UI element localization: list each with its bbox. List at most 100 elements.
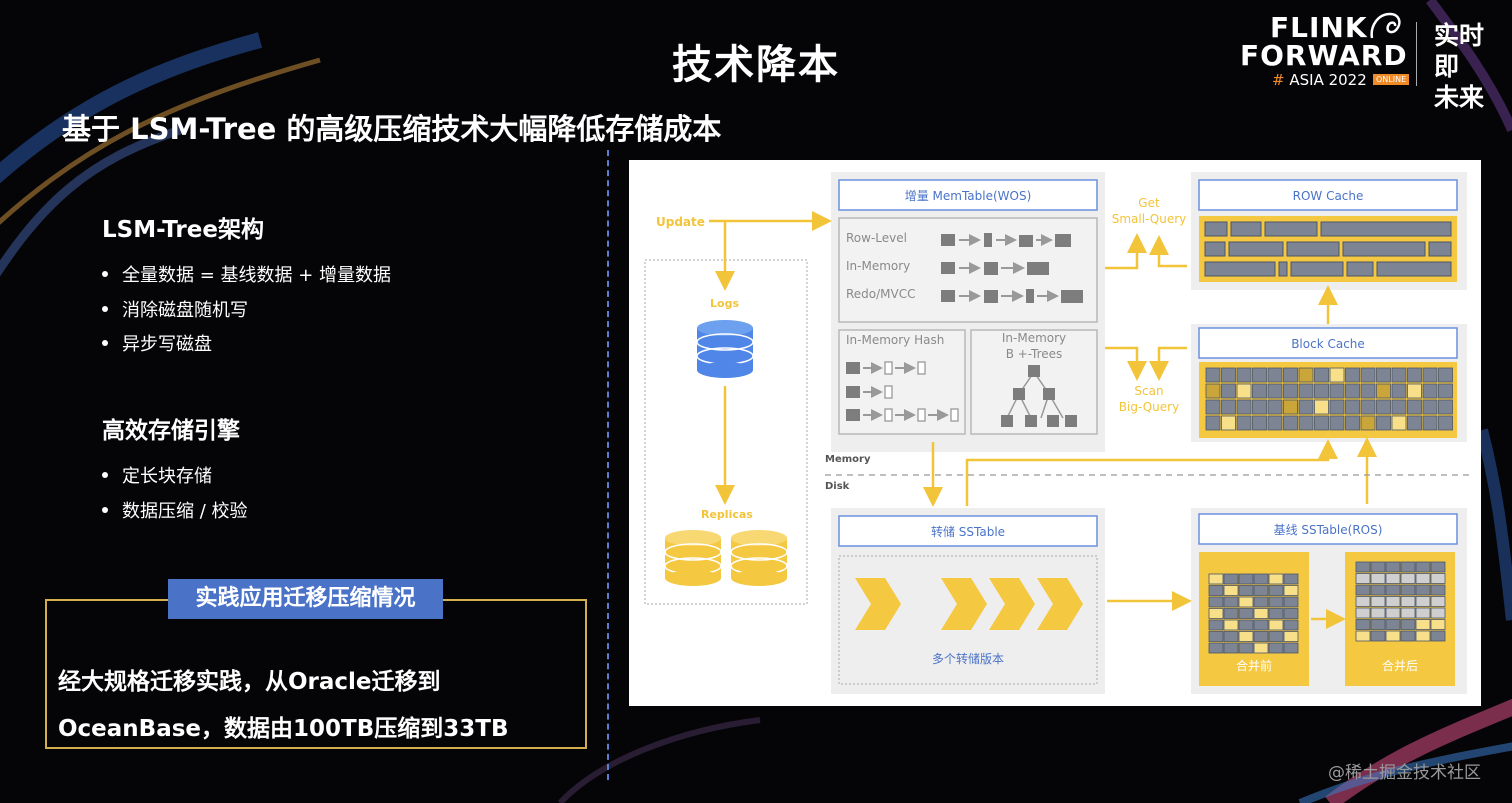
grid-cell [1400,573,1416,584]
grid-cell [1376,367,1391,383]
grid-cell [1205,367,1221,383]
grid-cell [1253,608,1269,619]
bullet-text: 异步写磁盘 [122,334,212,355]
grid-cell [1238,642,1254,654]
grid-cell [1360,415,1376,431]
grid-cell [1252,415,1267,431]
grid-cell [1415,584,1431,596]
grid-cell [1415,630,1431,642]
grid-cell [1236,415,1252,431]
grid-cell [1329,399,1345,415]
bullet-dot-icon [102,340,108,346]
hash-chain-arrows [863,362,949,421]
grid-cell [1238,631,1254,642]
page-title: 技术降本 [672,42,840,88]
grid-cell [1268,608,1284,619]
grid-cell [1415,573,1431,584]
grid-cell [1400,561,1416,573]
label-row-level: Row-Level [846,231,907,245]
grid-cell [1221,399,1236,415]
row-chain-arrows [959,234,1059,302]
grid-cell [1385,596,1401,607]
grid-cell [1438,415,1453,431]
grid-cell [1267,367,1283,383]
grid-cell [1268,642,1284,654]
grid-cell [1238,573,1254,585]
grid-cell [1415,596,1431,607]
grid-cell [1238,619,1254,631]
label-btree-line2: B +-Trees [1006,347,1063,361]
grid-cell [1208,631,1224,642]
grid-cell [1400,607,1416,619]
section-engine-title: 高效存储引擎 [102,418,240,444]
grid-cell [1370,561,1386,573]
label-base-sstable: 基线 SSTable(ROS) [1274,523,1383,537]
database-icon [696,320,754,378]
grid-cell [1253,596,1269,608]
label-scan: Scan [1134,384,1163,398]
grid-cell [1400,619,1416,630]
grid-cell [1400,584,1416,596]
grid-cell [1430,573,1446,584]
grid-cell [1298,399,1314,415]
grid-cell [1329,383,1345,399]
grid-cell [1314,367,1329,383]
grid-cell [1283,608,1299,619]
grid-cell [1370,596,1386,607]
block-cache-grid [1205,367,1453,431]
label-after-merge: 合并后 [1382,658,1418,673]
grid-cell [1430,619,1446,630]
grid-cell [1391,383,1407,399]
logo-slogan-line2: 未来 [1434,83,1485,112]
grid-cell [1208,585,1224,596]
grid-cell [1430,630,1446,642]
grid-cell [1415,619,1431,630]
grid-cell [1376,399,1391,415]
grid-cell [1205,415,1221,431]
grid-cell [1345,367,1360,383]
label-in-memory-hash: In-Memory Hash [846,333,944,347]
logo-slogan: 实时即未来 [1434,20,1490,113]
logo-event: # ASIA 2022 [1272,72,1367,88]
grid-cell [1283,631,1299,642]
practice-text-line1: 经大规格迁移实践，从Oracle迁移到 [58,669,441,695]
grid-cell [1391,399,1407,415]
grid-cell [1253,619,1269,631]
grid-cell [1391,367,1407,383]
grid-cell [1370,630,1386,642]
grid-cell [1438,367,1453,383]
grid-cell [1407,399,1422,415]
grid-cell [1208,596,1224,608]
grid-cell [1355,573,1371,584]
bullet-text: 数据压缩 / 校验 [122,501,248,522]
grid-cell [1345,415,1360,431]
grid-cell [1208,642,1224,654]
hash-chain-nodes [884,361,959,422]
grid-cell [1283,383,1298,399]
grid-cell [1376,383,1391,399]
bullet-item: 异步写磁盘 [102,330,212,356]
grid-cell [1385,573,1401,584]
bullet-dot-icon [102,271,108,277]
grid-cell [1360,367,1376,383]
logo-hash: # [1272,71,1285,89]
grid-cell [1370,619,1386,630]
grid-cell [1400,596,1416,607]
cache-up-arrows [965,285,1377,506]
replica-database-icon [664,530,722,586]
grid-cell [1422,415,1438,431]
grid-cell [1422,383,1438,399]
grid-cell [1438,383,1453,399]
grid-cell [1385,607,1401,619]
grid-cell [1208,573,1224,585]
label-logs: Logs [710,297,739,310]
label-small-query: Small-Query [1112,212,1187,226]
grid-cell [1238,585,1254,596]
grid-cell [1422,367,1438,383]
grid-cell [1438,399,1453,415]
grid-cell [1267,383,1283,399]
grid-cell [1268,573,1284,585]
grid-cell [1223,619,1239,631]
label-replicas: Replicas [701,508,753,521]
grid-cell [1430,596,1446,607]
